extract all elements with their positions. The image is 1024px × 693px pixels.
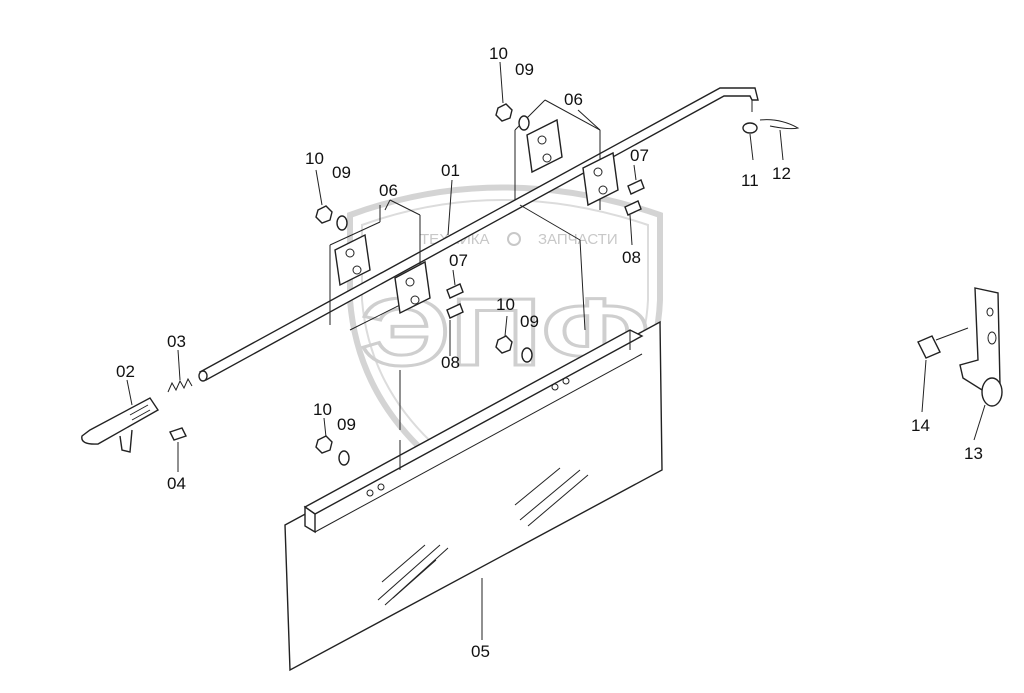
leader-lines [126,61,986,640]
callout-07-right: 07 [630,146,649,165]
glass-panel [284,320,663,672]
bolt-icon [917,335,941,359]
bolt-icon [446,303,464,319]
callout-06-left: 06 [379,181,398,200]
callout-08-right: 08 [622,248,641,267]
callout-05: 05 [471,642,490,661]
bolt-icon [446,283,464,299]
nut-icon [495,103,513,122]
callout-12: 12 [772,164,791,183]
callout-10-c: 10 [496,295,515,314]
callout-03: 03 [167,332,186,351]
callout-13: 13 [964,444,983,463]
hinge-assembly-left [329,199,431,470]
cotter-pin-icon [759,119,800,130]
watermark-right-text: ЗАПЧАСТИ [538,231,618,248]
nut-icon [315,435,333,454]
nut-icon [315,205,333,224]
callout-09-c: 09 [520,312,539,331]
callout-04: 04 [167,474,186,493]
washer-icon [742,122,758,134]
callout-02: 02 [116,362,135,381]
hinge-assembly-right [514,99,619,331]
washer-icon [336,215,348,231]
fasteners [315,103,800,466]
callout-14: 14 [911,416,930,435]
washer-icon [518,115,530,131]
callout-labels: 01 02 03 04 05 06 06 07 07 08 08 09 09 0… [116,44,983,661]
callout-09-a: 09 [332,163,351,182]
rod [198,87,759,382]
washer-icon [338,450,350,466]
washer-icon [521,347,533,363]
callout-11: 11 [741,171,759,190]
bolt-icon [624,200,642,216]
nut-icon [495,335,513,354]
callout-08-left: 08 [441,353,460,372]
callout-09-b: 09 [515,60,534,79]
callout-10-b: 10 [489,44,508,63]
spring-icon [167,377,193,393]
latch-assembly [81,377,193,453]
callout-10-a: 10 [305,149,324,168]
callout-07-left: 07 [449,251,468,270]
gear-icon [507,232,521,246]
callout-01: 01 [441,161,460,180]
bolt-icon [627,179,645,195]
callout-09-d: 09 [337,415,356,434]
callout-06-right: 06 [564,90,583,109]
bracket-assembly [917,287,1003,407]
callout-10-d: 10 [313,400,332,419]
